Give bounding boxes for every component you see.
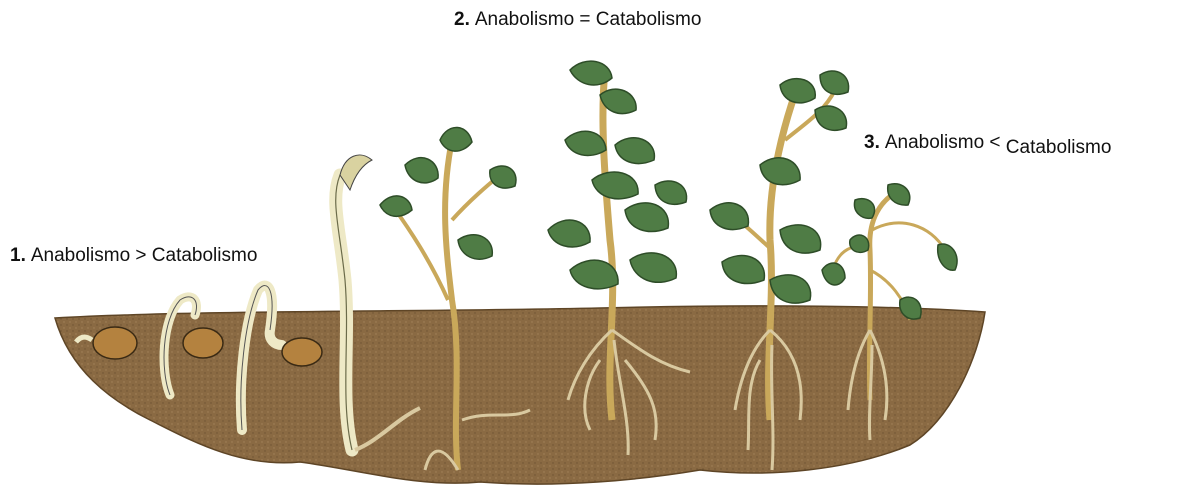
stage-2-number: 2. bbox=[454, 9, 470, 30]
stage-1-number: 1. bbox=[10, 245, 26, 266]
stage-1-text: Anabolismo > Catabolismo bbox=[31, 245, 258, 266]
stage-2-label: 2.Anabolismo = Catabolismo bbox=[454, 10, 701, 29]
stage-1-label: 1.Anabolismo > Catabolismo bbox=[10, 246, 257, 265]
stage-3-text-left: Anabolismo < bbox=[885, 132, 1001, 153]
stage-3-number: 3. bbox=[864, 132, 880, 153]
stage-2-text: Anabolismo = Catabolismo bbox=[475, 9, 702, 30]
stage-3-label: 3.Anabolismo < Catabolismo bbox=[864, 133, 1111, 152]
stage-3-text-right: Catabolismo bbox=[1006, 137, 1112, 158]
